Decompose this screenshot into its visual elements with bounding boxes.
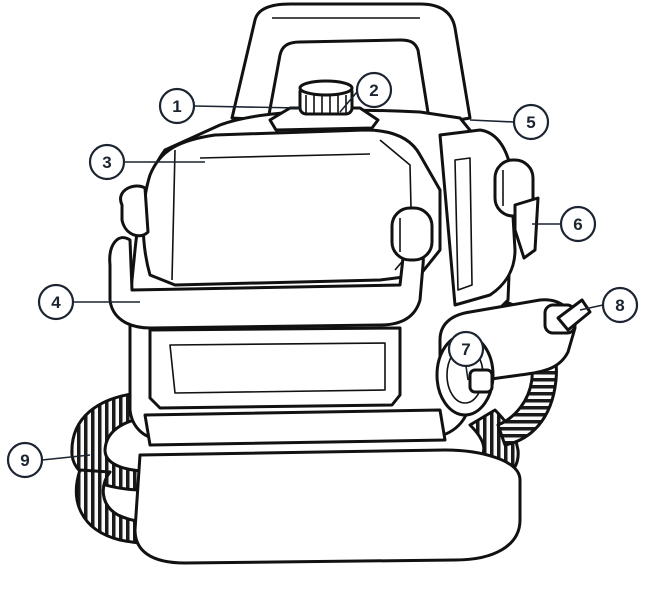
callout-2: 2 xyxy=(355,71,393,109)
callout-5-label: 5 xyxy=(526,113,535,132)
callout-1: 1 xyxy=(158,87,196,125)
leader-lines xyxy=(41,91,604,461)
callout-4: 4 xyxy=(37,283,75,321)
side-panel xyxy=(438,128,517,307)
leader-line-1 xyxy=(193,105,301,109)
leader-line-5 xyxy=(469,119,515,123)
callout-layer: 1 2 3 4 5 6 7 8 xyxy=(6,71,639,479)
leader-line-8 xyxy=(579,304,604,311)
leader-line-9 xyxy=(41,454,91,461)
tank-carry-bar xyxy=(108,236,425,330)
carry-handle xyxy=(230,2,472,127)
callout-7: 7 xyxy=(447,330,485,368)
callout-6-label: 6 xyxy=(573,215,582,234)
dirty-water-tank xyxy=(148,326,402,410)
callout-3-circle xyxy=(88,143,126,181)
callout-3-label: 3 xyxy=(102,153,111,172)
callout-5: 5 xyxy=(512,103,550,141)
callout-1-label: 1 xyxy=(172,97,181,116)
callout-9-circle xyxy=(6,441,44,479)
callout-3: 3 xyxy=(88,143,126,181)
callout-7-circle xyxy=(447,330,485,368)
leader-line-7 xyxy=(465,365,469,381)
tank-cap xyxy=(268,79,380,132)
leader-line-2 xyxy=(339,91,358,113)
callout-9: 9 xyxy=(6,441,44,479)
callout-6: 6 xyxy=(559,205,597,243)
callout-4-circle xyxy=(37,283,75,321)
callout-6-circle xyxy=(559,205,597,243)
callout-8: 8 xyxy=(601,286,639,324)
callout-1-circle xyxy=(158,87,196,125)
base-shell xyxy=(133,448,522,565)
callout-5-circle xyxy=(512,103,550,141)
callout-7-label: 7 xyxy=(461,340,470,359)
callout-8-circle xyxy=(601,286,639,324)
right-knob xyxy=(390,206,434,262)
callout-8-label: 8 xyxy=(615,296,624,315)
callout-2-circle xyxy=(355,71,393,109)
callout-9-label: 9 xyxy=(20,451,29,470)
left-knob xyxy=(119,184,150,238)
callout-2-label: 2 xyxy=(369,81,378,100)
trigger-clip xyxy=(513,196,540,260)
callout-4-label: 4 xyxy=(51,293,61,312)
